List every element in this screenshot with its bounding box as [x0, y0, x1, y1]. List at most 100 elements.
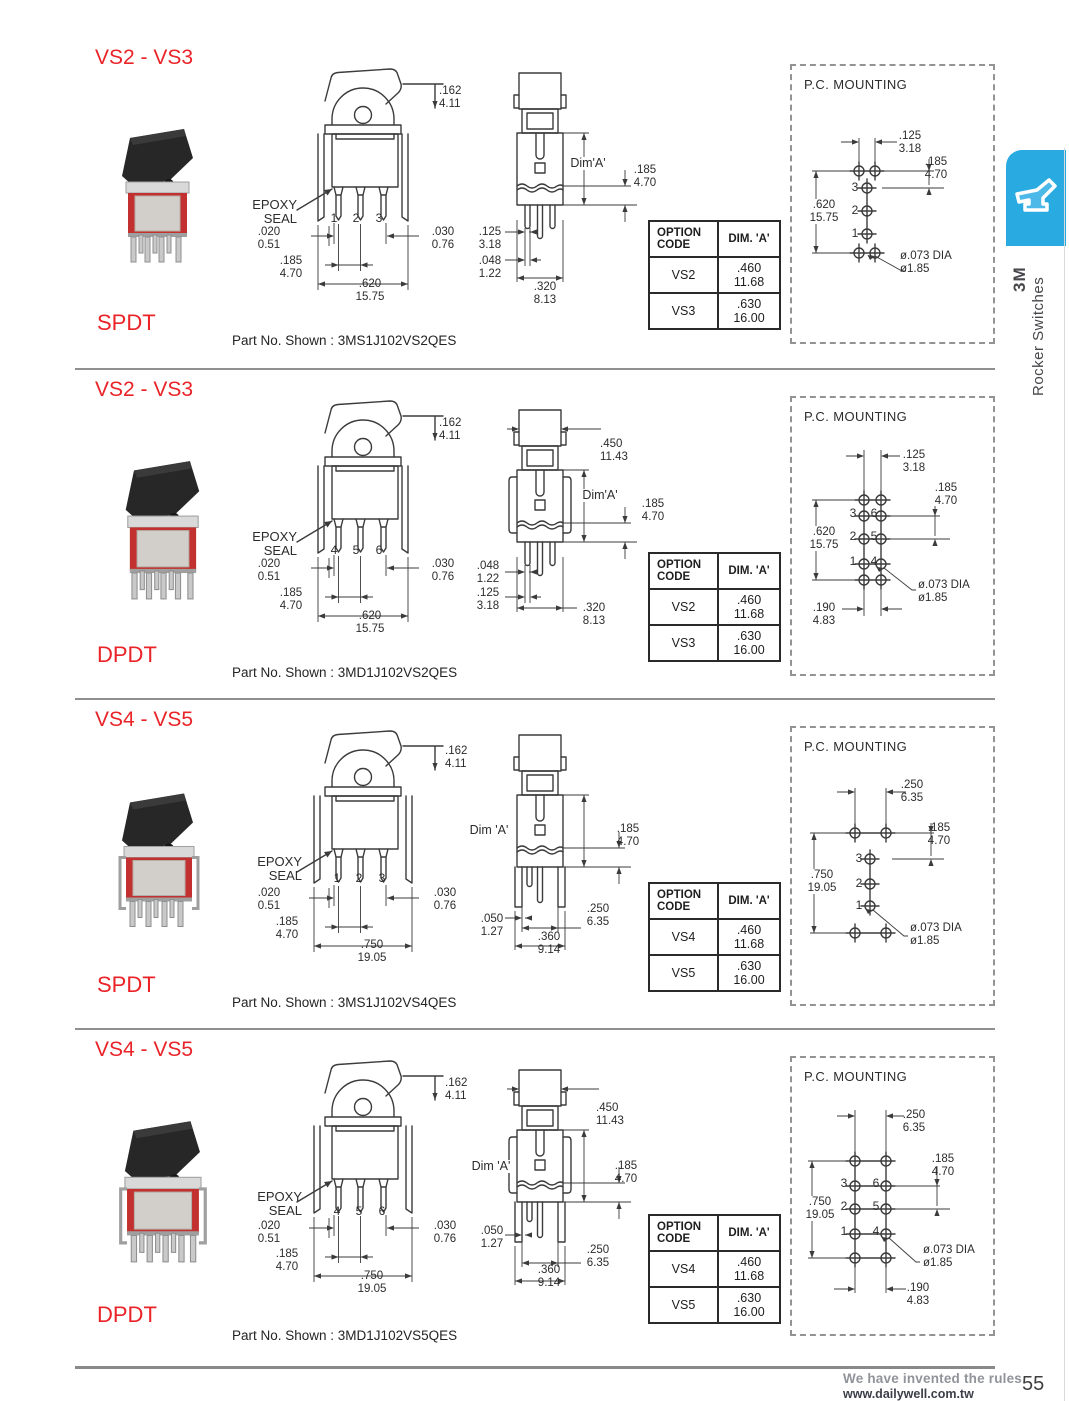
pc-pin-number: 3 [855, 851, 863, 865]
product-photo [119, 1121, 207, 1263]
product-photo [118, 793, 200, 927]
dim-side-t2: .250 6.35 [586, 903, 610, 928]
pin-number: 2 [355, 871, 363, 885]
dim-pc-row: .185 4.70 [934, 482, 958, 507]
table-cell-value: .460 11.68 [717, 918, 781, 956]
option-code-table: OPTION CODE DIM. 'A' VS4 .460 11.68 VS5 … [648, 1214, 781, 1324]
table-cell-value: .630 16.00 [717, 954, 781, 992]
pin-number: 2 [352, 211, 360, 225]
pole-type-label: SPDT [97, 972, 156, 997]
table-header-option-code: OPTION CODE [648, 220, 719, 258]
page-edge-rule [1064, 148, 1065, 1401]
pin-number: 1 [330, 211, 338, 225]
dim-pc-span: .750 19.05 [802, 869, 842, 894]
dim-pc-span: .620 15.75 [804, 526, 844, 551]
dim-pc-span: .750 19.05 [800, 1196, 840, 1221]
section-divider [75, 1028, 995, 1030]
dim-cap-width: .450 11.43 [596, 1102, 624, 1127]
pc-pin-number: 2 [851, 203, 859, 217]
section-title: VS4 - VS5 [95, 708, 194, 731]
pc-pin-number: 6 [870, 506, 878, 520]
dim-side-t2: .048 1.22 [478, 255, 502, 280]
pc-mounting-title: P.C. MOUNTING [804, 1069, 908, 1084]
table-cell-code: VS2 [648, 588, 719, 626]
pc-mounting-title: P.C. MOUNTING [804, 77, 908, 92]
dim-pin-gap: .030 0.76 [431, 558, 455, 583]
table-cell-value: .460 11.68 [717, 588, 781, 626]
pc-pin-number: 3 [840, 1176, 848, 1190]
pc-mounting-drawing [810, 788, 944, 943]
pc-pin-number: 5 [872, 1199, 880, 1213]
pc-mounting-title: P.C. MOUNTING [804, 739, 908, 754]
pc-mounting-drawing [808, 1110, 950, 1293]
dim-pc-span: .620 15.75 [804, 199, 844, 224]
category-label: Rocker Switches [1030, 276, 1047, 396]
table-header-option-code: OPTION CODE [648, 1214, 719, 1252]
table-cell-code: VS4 [648, 918, 719, 956]
dim-side-t1: .048 1.22 [476, 560, 500, 585]
dim-pin-gap: .030 0.76 [433, 887, 457, 912]
dim-pc-col: .250 6.35 [900, 779, 924, 804]
table-cell-code: VS2 [648, 256, 719, 294]
pole-type-label: DPDT [97, 642, 157, 667]
section-divider [75, 698, 995, 700]
pin-number: 3 [378, 871, 386, 885]
table-cell-code: VS5 [648, 1286, 719, 1324]
footer-tagline: We have invented the rules [843, 1371, 1023, 1386]
footer-website-link[interactable]: www.dailywell.com.tw [843, 1387, 974, 1401]
dim-hole-dia: ø.073 DIA ø1.85 [923, 1244, 975, 1269]
front-view-drawing [296, 400, 444, 622]
pc-pin-number: 4 [870, 554, 878, 568]
pc-mounting-panel: P.C. MOUNTING [790, 1056, 995, 1336]
section-vs2-vs3-spdt: VS2 - VS3 [0, 40, 1069, 370]
part-number-line: Part No. Shown : 3MS1J102VS2QES [232, 333, 457, 348]
pc-pin-number: 1 [851, 226, 859, 240]
dim-pc-bottom: .190 4.83 [906, 1282, 930, 1307]
pin-number: 6 [378, 1204, 386, 1218]
table-cell-value: .460 11.68 [717, 256, 781, 294]
option-code-table: OPTION CODE DIM. 'A' VS2 .460 11.68 VS3 … [648, 552, 781, 662]
pc-mounting-title: P.C. MOUNTING [804, 409, 908, 424]
dim-hole-dia: ø.073 DIA ø1.85 [900, 250, 952, 275]
dim-pc-row: .185 4.70 [924, 156, 948, 181]
pin-number: 5 [352, 543, 360, 557]
dim-pin-pitch: .185 4.70 [275, 916, 299, 941]
section-vs2-vs3-dpdt: VS2 - VS3 [0, 372, 1069, 702]
table-cell-code: VS3 [648, 624, 719, 662]
category-tab [1006, 150, 1066, 246]
epoxy-seal-label: EPOXY SEAL [257, 854, 302, 883]
dim-side-t2: .250 6.35 [586, 1244, 610, 1269]
table-header-dim-a: DIM. 'A' [717, 882, 781, 920]
dim-side-width: .360 9.14 [537, 1264, 561, 1289]
front-view-drawing [296, 68, 444, 290]
pc-pin-number: 5 [870, 529, 878, 543]
dim-pc-col: .250 6.35 [902, 1109, 926, 1134]
dim-side-width: .320 8.13 [533, 281, 557, 306]
dim-epoxy-depth: .185 4.70 [616, 823, 640, 848]
section-title: VS4 - VS5 [95, 1038, 194, 1061]
pc-pin-number: 2 [849, 529, 857, 543]
dim-pin-gap: .030 0.76 [431, 226, 455, 251]
section-divider [75, 368, 995, 370]
side-view-drawing [505, 72, 637, 282]
section-vs4-vs5-dpdt: VS4 - VS5 [0, 1032, 1069, 1362]
pc-mounting-panel: P.C. MOUNTING [790, 396, 995, 676]
dim-pin-offset: .020 0.51 [257, 887, 281, 912]
table-header-dim-a: DIM. 'A' [717, 552, 781, 590]
side-view-drawing [505, 1069, 631, 1285]
epoxy-seal-label: EPOXY SEAL [252, 197, 297, 226]
pc-pin-number: 2 [840, 1199, 848, 1213]
dim-pin-offset: .020 0.51 [257, 1220, 281, 1245]
option-code-table: OPTION CODE DIM. 'A' VS2 .460 11.68 VS3 … [648, 220, 781, 330]
product-photo [125, 461, 200, 600]
table-cell-value: .630 16.00 [717, 292, 781, 330]
pc-pin-number: 2 [855, 876, 863, 890]
pin-number: 5 [355, 1204, 363, 1218]
epoxy-seal-label: EPOXY SEAL [252, 529, 297, 558]
epoxy-seal-label: EPOXY SEAL [257, 1189, 302, 1218]
pc-pin-number: 3 [849, 506, 857, 520]
pc-pin-number: 6 [872, 1176, 880, 1190]
table-header-dim-a: DIM. 'A' [717, 220, 781, 258]
part-number-line: Part No. Shown : 3MS1J102VS4QES [232, 995, 457, 1010]
